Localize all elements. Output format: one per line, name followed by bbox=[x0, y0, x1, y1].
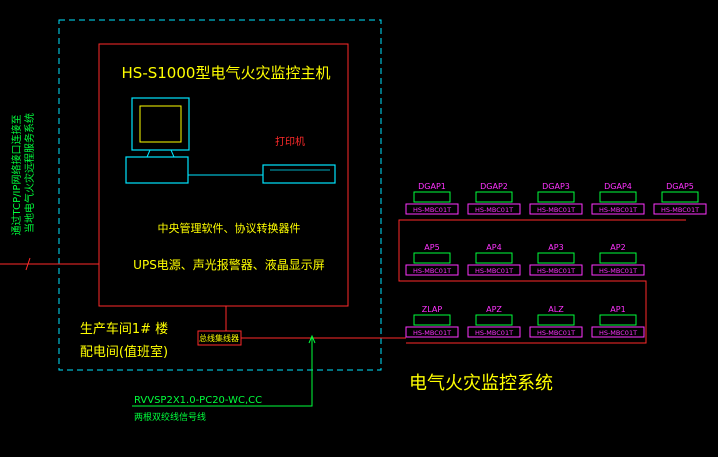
cabinet-label: DGAP5 bbox=[666, 182, 694, 191]
detector-unit: ZLAP HS-MBC01T bbox=[405, 305, 459, 338]
cabinet-label: AP2 bbox=[610, 243, 625, 252]
system-title: 电气火灾监控系统 bbox=[409, 373, 553, 394]
cabinet-label: AP3 bbox=[548, 243, 563, 252]
network-tick bbox=[25, 257, 31, 271]
network-note-line1: 通过TCP/IP网络接口连接至 bbox=[10, 115, 23, 236]
cabinet-label: AP5 bbox=[424, 243, 439, 252]
cabinet-box bbox=[475, 252, 513, 264]
cabinet-label: DGAP4 bbox=[604, 182, 632, 191]
device-box bbox=[529, 326, 583, 338]
device-label: HS-MBC01T bbox=[475, 267, 513, 275]
device-box bbox=[591, 264, 645, 276]
device-label: HS-MBC01T bbox=[537, 267, 575, 275]
cabinet-box bbox=[537, 191, 575, 203]
cabinet-box bbox=[537, 252, 575, 264]
cable-note: 两根双绞线信号线 bbox=[134, 411, 206, 423]
device-box bbox=[467, 264, 521, 276]
cabinet-box bbox=[413, 252, 451, 264]
printer-label: 打印机 bbox=[275, 135, 305, 148]
cabinet-box bbox=[475, 191, 513, 203]
cabinet-box bbox=[599, 191, 637, 203]
cabinet-box bbox=[413, 191, 451, 203]
device-box bbox=[467, 203, 521, 215]
room-label-line2: 配电间(值班室) bbox=[80, 344, 168, 360]
device-box bbox=[467, 326, 521, 338]
cabinet-label: DGAP3 bbox=[542, 182, 570, 191]
cabinet-box bbox=[475, 314, 513, 326]
field-bus bbox=[398, 219, 686, 344]
cabinet-label: ZLAP bbox=[422, 305, 443, 314]
device-label: HS-MBC01T bbox=[475, 206, 513, 214]
cable-leader-arrow bbox=[308, 334, 316, 344]
cabinet-label: ALZ bbox=[548, 305, 564, 314]
device-box bbox=[591, 203, 645, 215]
cabinet-label: APZ bbox=[486, 305, 502, 314]
device-label: HS-MBC01T bbox=[661, 206, 699, 214]
software-label: 中央管理软件、协议转换器件 bbox=[158, 221, 301, 235]
host-title: HS-S1000型电气火灾监控主机 bbox=[122, 64, 331, 82]
device-label: HS-MBC01T bbox=[475, 329, 513, 337]
device-label: HS-MBC01T bbox=[537, 329, 575, 337]
device-box bbox=[405, 203, 459, 215]
device-box bbox=[529, 264, 583, 276]
cabinet-label: DGAP2 bbox=[480, 182, 508, 191]
cabinet-box bbox=[599, 252, 637, 264]
device-label: HS-MBC01T bbox=[599, 329, 637, 337]
device-box bbox=[591, 326, 645, 338]
room-label-line1: 生产车间1# 楼 bbox=[80, 321, 168, 337]
detector-rows: DGAP1HS-MBC01TDGAP2HS-MBC01TDGAP3HS-MBC0… bbox=[405, 182, 707, 338]
host-frame bbox=[98, 43, 349, 307]
device-label: HS-MBC01T bbox=[413, 329, 451, 337]
cable-spec: RVVSP2X1.0-PC20-WC,CC bbox=[134, 395, 262, 406]
cabinet-label: DGAP1 bbox=[418, 182, 446, 191]
device-label: HS-MBC01T bbox=[599, 267, 637, 275]
computer-icon bbox=[125, 97, 190, 184]
cabinet-label: AP1 bbox=[610, 305, 625, 314]
network-note-line2: 当地电气火灾远程服务系统 bbox=[23, 113, 36, 233]
cabinet-box bbox=[661, 191, 699, 203]
device-box bbox=[653, 203, 707, 215]
cabinet-box bbox=[599, 314, 637, 326]
detector-unit: APZ HS-MBC01T bbox=[467, 305, 521, 338]
cabinet-box bbox=[537, 314, 575, 326]
room-boundary bbox=[58, 19, 382, 371]
device-box bbox=[405, 326, 459, 338]
device-label: HS-MBC01T bbox=[413, 206, 451, 214]
device-label: HS-MBC01T bbox=[599, 206, 637, 214]
cabinet-box bbox=[413, 314, 451, 326]
device-label: HS-MBC01T bbox=[413, 267, 451, 275]
ups-label: UPS电源、声光报警器、液晶显示屏 bbox=[133, 257, 325, 272]
printer-icon bbox=[262, 164, 336, 184]
cable-leader bbox=[132, 338, 313, 407]
cabinet-label: AP4 bbox=[486, 243, 501, 252]
device-box bbox=[405, 264, 459, 276]
device-box bbox=[529, 203, 583, 215]
detector-unit: ALZ HS-MBC01T bbox=[529, 305, 583, 338]
bus-converter-label: 总线集线器 bbox=[199, 333, 239, 343]
device-label: HS-MBC01T bbox=[537, 206, 575, 214]
